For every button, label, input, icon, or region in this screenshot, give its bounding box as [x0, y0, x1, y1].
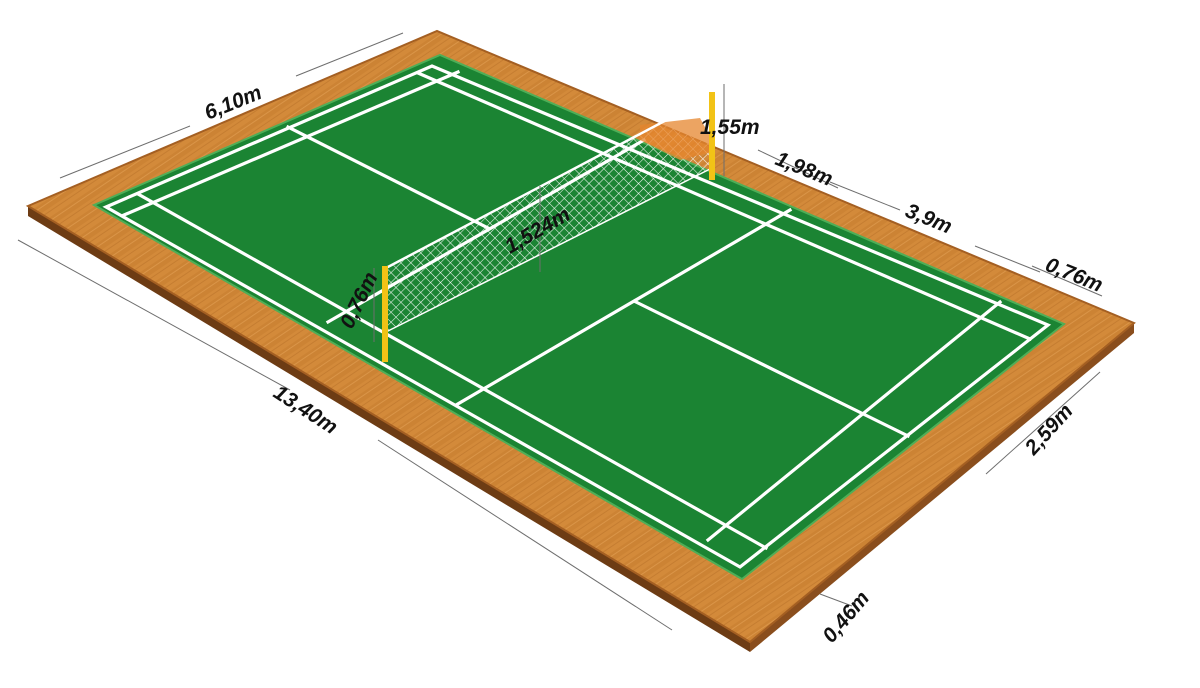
net-bottom-band — [385, 167, 713, 333]
back-doubles-service-line-bottom — [705, 299, 1003, 543]
floor-right-edge — [750, 323, 1134, 652]
court-lines — [102, 64, 1052, 569]
back-doubles-service-line-top — [121, 69, 461, 218]
dim-line-length-a — [17, 239, 291, 391]
dim-line-width-a — [59, 125, 191, 179]
dim-line-back-offset — [985, 371, 1101, 475]
net-highlight — [640, 118, 712, 160]
right-net-post — [709, 92, 715, 180]
dim-line-length-b — [377, 439, 673, 631]
net-mesh — [386, 96, 712, 332]
left-net-post — [382, 266, 388, 362]
short-service-line-bottom — [453, 207, 793, 408]
center-line-bottom — [633, 299, 911, 439]
label-side-alley-width: 0,46m — [818, 587, 874, 647]
dim-line-side-alley — [819, 593, 853, 607]
net-top-band — [385, 94, 713, 270]
singles-sideline-right — [415, 70, 1033, 342]
dim-line-short-service — [757, 149, 839, 189]
dimension-lines — [17, 32, 1103, 631]
singles-sideline-left — [135, 191, 769, 551]
dim-line-long-service — [1031, 265, 1103, 297]
floor-left-edge — [28, 206, 750, 652]
dim-line-service-box-a — [829, 181, 901, 211]
dim-line-width-b — [295, 32, 404, 77]
center-line-top — [285, 124, 491, 231]
outer-boundary-line — [102, 64, 1052, 569]
dim-line-service-box-b — [974, 245, 1041, 273]
label-post-height: 1,55m — [700, 116, 760, 139]
